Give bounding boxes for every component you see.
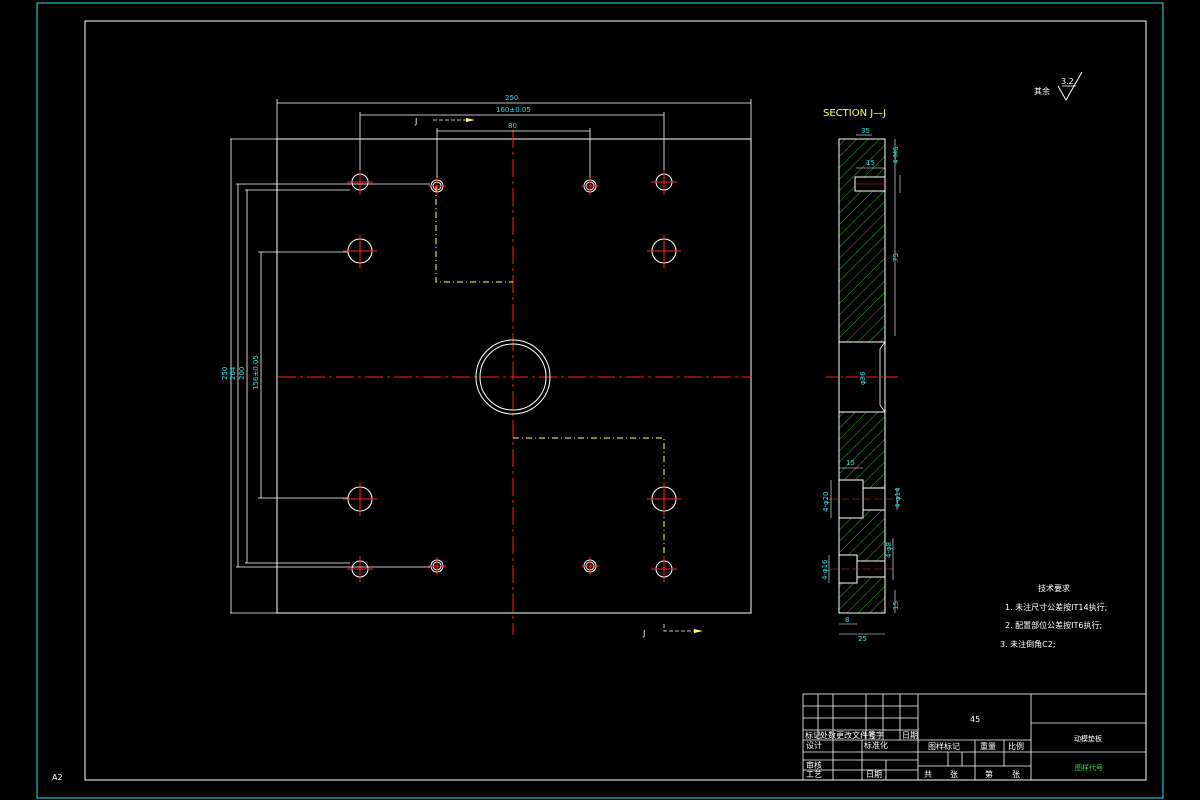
section-arrow-bottom <box>663 624 700 632</box>
tech-req-item: 3. 未注倒角C2; <box>1000 639 1056 649</box>
title-date2: 日期 <box>866 770 882 779</box>
title-zone: 更改文件号 <box>836 730 876 740</box>
title-part-name: 动模垫板 <box>1074 734 1102 743</box>
hole <box>651 556 677 582</box>
section-dimension-lines <box>828 134 901 635</box>
large-hole <box>343 482 377 516</box>
title-sheet-unit2: 张 <box>1012 770 1020 779</box>
hole <box>347 556 373 582</box>
title-sign: 签字 <box>868 730 884 740</box>
sec-dim-bottom-small: 8 <box>845 616 849 624</box>
threaded-hole <box>581 557 599 575</box>
title-process: 工艺 <box>806 770 822 779</box>
outer-sheet-border <box>36 2 1164 799</box>
title-block <box>802 693 1147 781</box>
hole <box>651 169 677 195</box>
sheet-size-label: A2 <box>52 773 63 782</box>
section-cut-path-upper <box>435 186 513 283</box>
plan-view: 250 160±0.05 80 250 204 200 156±0.05 J J <box>221 94 752 638</box>
tech-req-item: 2. 配置部位公差按IT6执行; <box>1005 620 1102 630</box>
dim-height-total: 250 <box>221 367 229 380</box>
threaded-hole <box>428 557 446 575</box>
title-material: 45 <box>970 715 980 724</box>
sec-dim-upper-len: 75 <box>892 253 900 262</box>
title-review: 审核 <box>806 760 822 770</box>
title-date: 日期 <box>902 731 918 740</box>
dim-small-spacing: 80 <box>508 122 517 130</box>
dim-width-total: 250 <box>505 94 518 102</box>
title-design: 设计 <box>806 740 822 750</box>
central-bore-inner <box>479 343 547 411</box>
title-mark: 标记 <box>805 730 821 740</box>
title-standard: 标准化 <box>864 740 888 750</box>
sec-dim-top: 35 <box>861 127 870 135</box>
title-count: 处数 <box>820 730 836 740</box>
sec-dim-bore: φ36 <box>859 371 867 385</box>
dim-hole-spacing: 160±0.05 <box>496 106 531 114</box>
title-sheets-total: 共 <box>924 770 932 779</box>
sec-dim-cb-small: 4-φ14 <box>894 487 902 508</box>
tech-req-item: 1. 未注尺寸公差按IT14执行; <box>1005 602 1107 612</box>
large-hole <box>647 234 681 268</box>
sec-dim-slot-w: 15 <box>866 159 875 167</box>
central-bore-outer <box>475 339 551 415</box>
hole <box>347 169 373 195</box>
hole-pattern <box>343 169 681 582</box>
sec-dim-slot-h: 4-M6 <box>892 146 900 164</box>
sec-dim-cb-w: 15 <box>846 459 855 467</box>
tech-req-title: 技术要求 <box>1038 583 1070 593</box>
horizontal-dimensions <box>276 99 752 178</box>
threaded-hole <box>428 177 446 195</box>
section-view: SECTION J—J 35 <box>821 108 902 643</box>
dim-height-204: 204 <box>229 366 237 380</box>
sec-dim-lower-big: 4-φ16 <box>821 559 829 580</box>
roughness-prefix: 其余 <box>1034 86 1050 96</box>
title-drawing-code: 图样代号 <box>1075 763 1103 772</box>
large-hole <box>343 234 377 268</box>
sec-dim-bottom-total: 25 <box>858 635 867 643</box>
plate-outline <box>276 138 752 614</box>
technical-requirements: 技术要求 1. 未注尺寸公差按IT14执行; 2. 配置部位公差按IT6执行; … <box>1000 583 1107 649</box>
title-sheet-no: 第 <box>985 769 993 779</box>
title-stage: 图样标记 <box>928 741 960 751</box>
threaded-hole <box>581 177 599 195</box>
drawing-frame <box>84 20 1147 781</box>
roughness-value: 3.2 <box>1061 77 1074 86</box>
title-weight: 重量 <box>980 741 996 751</box>
section-arrowhead-bottom <box>694 629 703 633</box>
sec-dim-lower-small: 4-φ8 <box>885 542 893 558</box>
section-cut-label-top: J <box>414 117 417 126</box>
dim-height-200: 200 <box>238 367 246 380</box>
large-hole <box>647 482 681 516</box>
sec-dim-bottom-h: 15 <box>892 601 900 610</box>
title-sheet-unit: 张 <box>950 770 958 779</box>
surface-roughness-note: 其余 3.2 <box>1034 71 1083 102</box>
title-scale: 比例 <box>1008 741 1024 751</box>
section-arrowhead-top <box>466 118 475 122</box>
dim-height-156: 156±0.05 <box>252 355 260 390</box>
roughness-symbol-icon <box>1057 71 1083 102</box>
section-title: SECTION J—J <box>823 108 886 119</box>
vertical-dimensions <box>230 138 430 614</box>
sec-dim-cb-big: 4-φ20 <box>822 491 830 512</box>
section-cut-path-lower <box>513 437 665 565</box>
section-hatch-upper <box>839 139 885 342</box>
section-cut-label-bottom: J <box>642 629 645 638</box>
